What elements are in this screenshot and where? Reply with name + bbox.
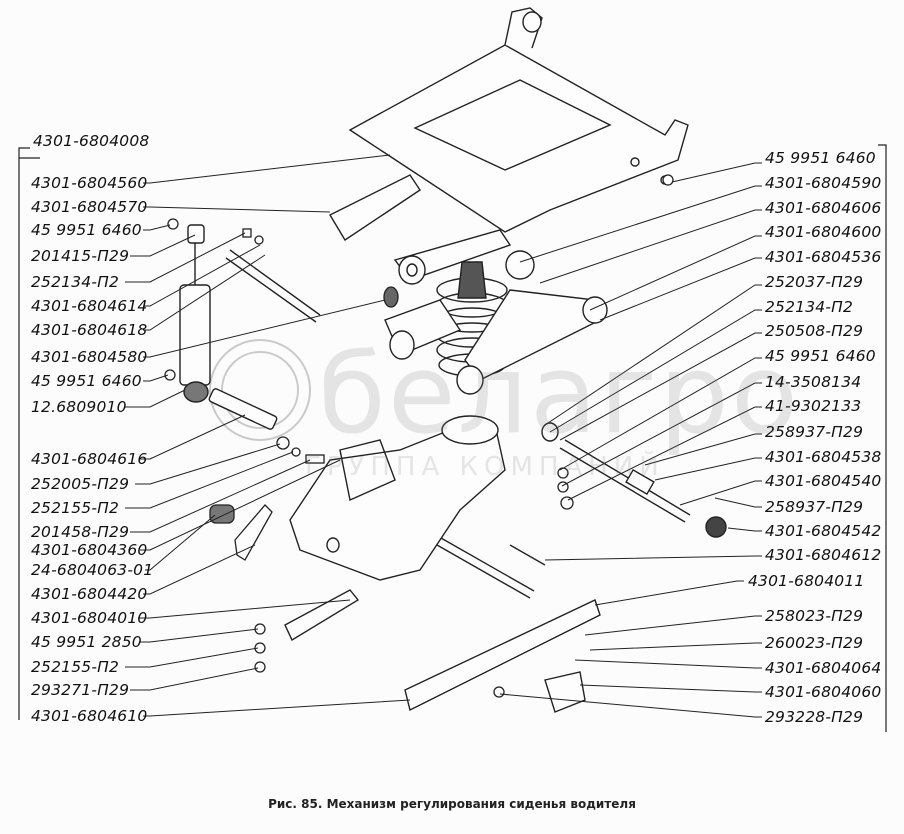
part-label-left: 4301-6804560	[31, 174, 148, 192]
slide-rails	[284, 589, 601, 713]
part-label-right: 4301-6804536	[765, 248, 882, 266]
part-label-left: 45 9951 6460	[31, 221, 142, 239]
lower-arm	[384, 250, 608, 395]
part-label-left: 45 9951 2850	[31, 633, 142, 651]
assembly-bracket-right	[878, 144, 887, 732]
part-label-right: 258937-П29	[765, 423, 864, 441]
part-label-right: 4301-6804606	[765, 199, 882, 217]
assembly-label: 4301-6804008	[33, 132, 150, 150]
part-label-right: 4301-6804542	[765, 522, 882, 540]
seat-frame	[348, 7, 689, 233]
part-label-right: 252037-П29	[765, 273, 864, 291]
part-label-left: 4301-6804420	[31, 585, 148, 603]
part-label-right: 4301-6804064	[765, 659, 882, 677]
part-label-left: 4301-6804580	[31, 348, 148, 366]
watermark-logo	[209, 339, 311, 441]
part-label-right: 4301-6804612	[765, 546, 882, 564]
part-label-left: 252134-П2	[31, 273, 120, 291]
part-label-right: 293228-П29	[765, 708, 864, 726]
part-label-left: 24-6804063-01	[31, 561, 154, 579]
part-label-left: 252155-П2	[31, 658, 120, 676]
part-label-left: 45 9951 6460	[31, 372, 142, 390]
part-label-left: 201415-П29	[31, 247, 130, 265]
part-label-right: 4301-6804600	[765, 223, 882, 241]
part-label-left: 4301-6804616	[31, 450, 148, 468]
part-label-left: 4301-6804614	[31, 297, 148, 315]
assembly-bracket-left	[18, 147, 40, 720]
part-label-right: 4301-6804538	[765, 448, 882, 466]
adjuster-screw	[541, 422, 727, 538]
leader-lines-left	[125, 154, 411, 717]
shock-absorber	[179, 224, 321, 430]
part-label-left: 293271-П29	[31, 681, 130, 699]
part-label-right: 252134-П2	[765, 298, 854, 316]
watermark-subtitle: ГРУППА КОМПАНИЙ	[305, 452, 665, 482]
small-fasteners	[164, 174, 674, 698]
part-label-right: 4301-6804590	[765, 174, 882, 192]
leader-lines-right	[499, 162, 762, 718]
part-label-left: 252155-П2	[31, 499, 120, 517]
part-label-right: 250508-П29	[765, 322, 864, 340]
figure-caption: Рис. 85. Механизм регулирования сиденья …	[268, 797, 636, 811]
part-label-right: 260023-П29	[765, 634, 864, 652]
part-label-right: 258937-П29	[765, 498, 864, 516]
part-label-left: 4301-6804610	[31, 707, 148, 725]
part-label-left: 201458-П29	[31, 523, 130, 541]
part-label-left: 4301-6804570	[31, 198, 148, 216]
part-label-right: 14-3508134	[765, 373, 862, 391]
part-label-right: 258023-П29	[765, 607, 864, 625]
part-label-left: 4301-6804360	[31, 541, 148, 559]
scissor-link	[329, 174, 512, 285]
part-label-right: 45 9951 6460	[765, 347, 876, 365]
watermark-brand: белагро	[318, 330, 801, 458]
part-label-right: 45 9951 6460	[765, 149, 876, 167]
part-label-left: 12.6809010	[31, 398, 127, 416]
part-label-right: 4301-6804060	[765, 683, 882, 701]
base-casting	[289, 415, 506, 581]
cross-rod	[436, 537, 546, 599]
part-label-right: 41-9302133	[765, 397, 862, 415]
part-label-left: 252005-П29	[31, 475, 130, 493]
part-label-right: 4301-6804011	[748, 572, 865, 590]
part-label-left: 4301-6804010	[31, 609, 148, 627]
part-label-right: 4301-6804540	[765, 472, 882, 490]
part-label-left: 4301-6804618	[31, 321, 148, 339]
